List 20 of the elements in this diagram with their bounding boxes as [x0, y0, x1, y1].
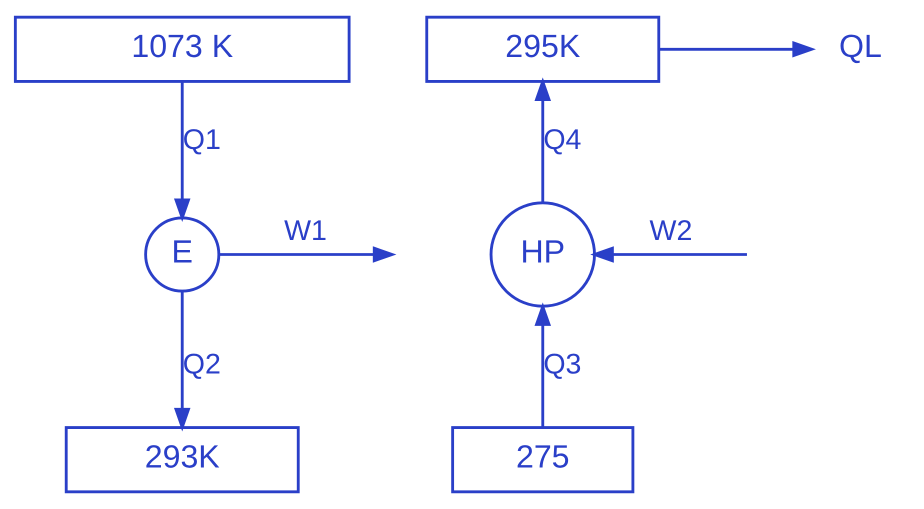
node-box: 275	[451, 426, 634, 494]
node-circle: E	[144, 216, 220, 293]
arrow	[174, 291, 190, 432]
arrow	[534, 302, 552, 428]
edge-label: Q4	[543, 124, 582, 156]
edge-label: Q2	[182, 348, 221, 381]
edge-label: Q3	[543, 348, 582, 381]
node-box: 295K	[425, 16, 660, 83]
arrow	[658, 41, 816, 58]
edge-label: Q1	[182, 124, 221, 156]
arrow	[218, 246, 396, 263]
arrow	[590, 246, 747, 263]
edge-label: W1	[284, 214, 327, 247]
node-box: 1073 K	[14, 16, 351, 83]
node-box: 293K	[64, 426, 300, 494]
edge-label: W2	[650, 214, 692, 247]
arrow	[534, 77, 552, 202]
arrow	[174, 82, 190, 222]
node-text: QL	[839, 28, 882, 64]
node-circle: HP	[490, 201, 596, 308]
